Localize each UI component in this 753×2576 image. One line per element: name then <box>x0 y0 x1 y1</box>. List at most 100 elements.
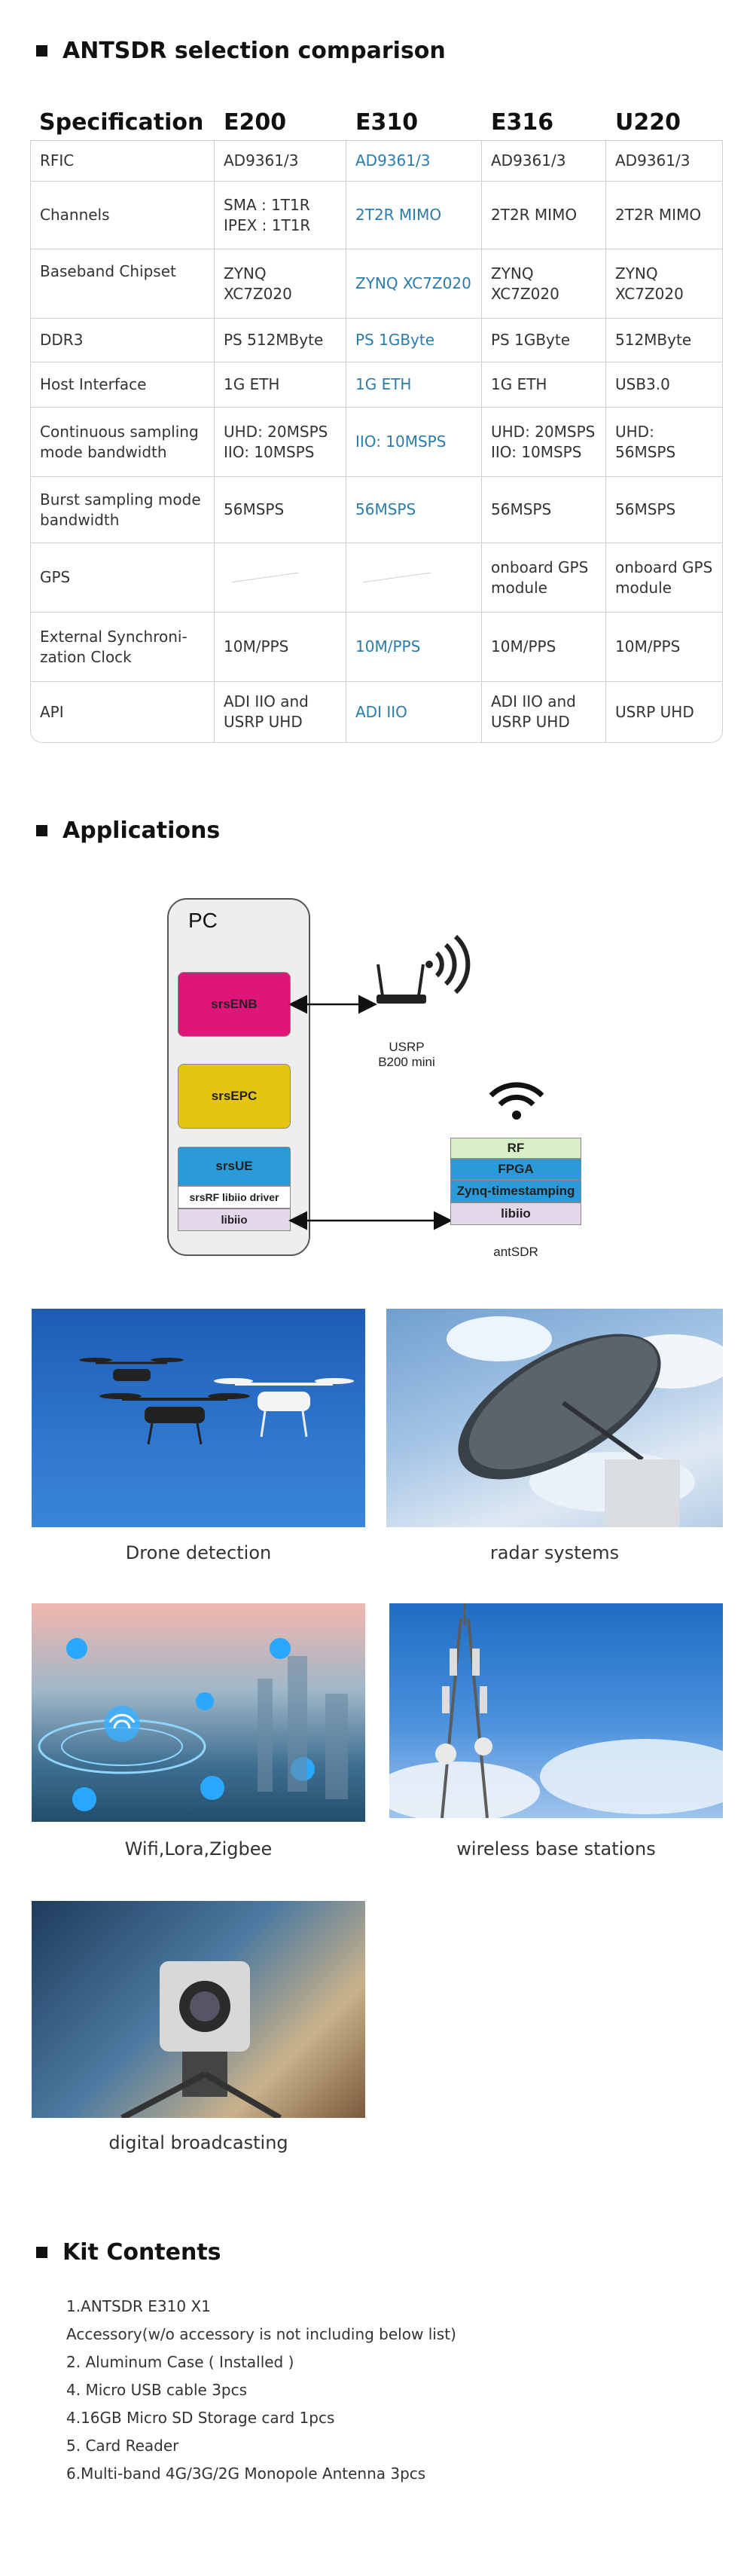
spec-comparison-table: Specification E200 E310 E316 U220 RFIC A… <box>30 90 723 743</box>
radar-dish-image <box>386 1309 723 1527</box>
bullet-square-icon <box>36 825 47 836</box>
drone-image <box>32 1309 365 1527</box>
table-cell: ADI IIO and USRP UHD <box>224 692 309 731</box>
bullet-square-icon <box>36 2247 47 2258</box>
list-item: 6.Multi-band 4G/3G/2G Monopole Antenna 3… <box>66 2464 426 2483</box>
spec-label-text: Continuous sampling mode bandwidth <box>40 422 199 461</box>
antsdr-wifi-icon <box>489 1082 544 1120</box>
table-row: Continuous sampling mode bandwidth UHD: … <box>30 408 723 477</box>
srsepc-block: srsEPC <box>178 1064 291 1129</box>
fpga-block: FPGA <box>450 1159 581 1180</box>
spec-label-text: Channels <box>40 206 110 224</box>
table-cell: 1G ETH <box>224 375 280 393</box>
spec-label-text: Burst sampling mode bandwidth <box>40 490 201 529</box>
list-item: 2. Aluminum Case ( Installed ) <box>66 2353 294 2371</box>
table-row: Channels SMA : 1T1R IPEX : 1T1R 2T2R MIM… <box>30 182 723 249</box>
table-cell: 10M/PPS <box>615 637 681 655</box>
table-cell: AD9361/3 <box>224 151 299 170</box>
wifi-signal-icon <box>425 934 471 995</box>
table-cell: ZYNQ XC7Z020 <box>355 274 471 292</box>
header-u220: U220 <box>615 109 681 136</box>
srsenb-block: srsENB <box>178 972 291 1037</box>
application-caption: radar systems <box>489 1542 620 1563</box>
table-cell: UHD: 20MSPS IIO: 10MSPS <box>491 422 596 461</box>
table-cell: 56MSPS <box>491 500 552 518</box>
table-cell: 56MSPS <box>355 500 416 518</box>
application-caption: Wifi,Lora,Zigbee <box>124 1838 273 1859</box>
application-caption: Drone detection <box>125 1542 272 1563</box>
header-e200: E200 <box>224 109 287 136</box>
srsrf-driver-block: srsRF libiio driver <box>178 1186 291 1209</box>
table-cell: AD9361/3 <box>355 151 431 170</box>
table-cell: UHD: 56MSPS <box>615 422 676 461</box>
table-cell: onboard GPS module <box>491 558 589 597</box>
application-caption: digital broadcasting <box>108 2132 288 2153</box>
table-cell: 56MSPS <box>224 500 285 518</box>
kit-title: Kit Contents <box>62 2239 221 2266</box>
table-cell: 10M/PPS <box>355 637 421 655</box>
list-item: 1.ANTSDR E310 X1 <box>66 2297 211 2315</box>
table-row: API ADI IIO and USRP UHD ADI IIO ADI IIO… <box>30 682 723 743</box>
table-row: External Synchroni- zation Clock 10M/PPS… <box>30 613 723 682</box>
spec-label-text: Baseband Chipset <box>40 262 176 280</box>
broadcast-camera-icon <box>120 1961 282 2118</box>
table-cell: 10M/PPS <box>224 637 289 655</box>
spec-label-text: GPS <box>40 568 71 586</box>
radar-dish-icon <box>447 1316 723 1527</box>
cell-tower-icon <box>389 1603 723 1818</box>
table-cell: USRP UHD <box>615 702 694 721</box>
spec-label: RFIC <box>30 140 215 182</box>
table-cell: 10M/PPS <box>491 637 556 655</box>
table-cell: ZYNQ XC7Z020 <box>224 264 292 303</box>
list-item: 4. Micro USB cable 3pcs <box>66 2381 248 2399</box>
table-cell: ZYNQ XC7Z020 <box>615 264 684 303</box>
table-cell: ADI IIO and USRP UHD <box>491 692 576 731</box>
table-cell: IIO: 10MSPS <box>355 432 447 451</box>
usrp-label: USRP B200 mini <box>378 1040 435 1069</box>
table-row: Burst sampling mode bandwidth 56MSPS 56M… <box>30 477 723 543</box>
antsdr-label: antSDR <box>493 1245 538 1259</box>
cell-tower-image <box>389 1603 723 1818</box>
pc-label: PC <box>188 909 218 932</box>
table-cell: ZYNQ XC7Z020 <box>491 264 559 303</box>
comparison-title: ANTSDR selection comparison <box>62 38 446 64</box>
application-caption: wireless base stations <box>456 1838 656 1859</box>
bullet-square-icon <box>36 45 47 57</box>
not-available-dash <box>231 572 299 583</box>
table-row: Host Interface 1G ETH 1G ETH 1G ETH USB3… <box>30 362 723 408</box>
kit-section-title: Kit Contents <box>36 2239 221 2266</box>
libiio-device-block: libiio <box>450 1202 581 1225</box>
wireless-city-image <box>32 1603 365 1822</box>
table-row: DDR3 PS 512MByte PS 1GByte PS 1GByte 512… <box>30 319 723 362</box>
spec-label-text: RFIC <box>40 151 75 170</box>
zynq-timestamping-block: Zynq-timestamping <box>450 1180 581 1202</box>
wireless-network-icon <box>38 1638 348 1811</box>
table-cell: ADI IIO <box>355 702 407 721</box>
drone-icon <box>79 1358 354 1445</box>
table-cell: 1G ETH <box>355 375 412 393</box>
header-specification: Specification <box>39 109 204 136</box>
kit-contents-list: 1.ANTSDR E310 X1 Accessory(w/o accessory… <box>66 2293 456 2488</box>
table-cell: SMA : 1T1R IPEX : 1T1R <box>224 195 311 234</box>
spec-label-text: DDR3 <box>40 331 84 349</box>
list-item: 5. Card Reader <box>66 2437 179 2455</box>
table-cell: 512MByte <box>615 331 692 349</box>
spec-label-text: External Synchroni- zation Clock <box>40 627 187 666</box>
table-cell: PS 512MByte <box>224 331 324 349</box>
table-cell: AD9361/3 <box>615 151 691 170</box>
not-available-dash <box>363 572 431 583</box>
list-item: 4.16GB Micro SD Storage card 1pcs <box>66 2409 335 2427</box>
table-cell: PS 1GByte <box>355 331 435 349</box>
table-cell: USB3.0 <box>615 375 670 393</box>
header-e316: E316 <box>491 109 554 136</box>
list-item: Accessory(w/o accessory is not including… <box>66 2325 456 2343</box>
table-cell: onboard GPS module <box>615 558 713 597</box>
libiio-pc-block: libiio <box>178 1209 291 1231</box>
srsue-block: srsUE <box>178 1147 291 1186</box>
table-row: GPS onboard GPS module onboard GPS modul… <box>30 543 723 613</box>
table-cell: 56MSPS <box>615 500 676 518</box>
table-cell: AD9361/3 <box>491 151 566 170</box>
table-row: RFIC AD9361/3 AD9361/3 AD9361/3 AD9361/3 <box>30 140 723 182</box>
spec-label-text: API <box>40 702 64 721</box>
applications-section-title: Applications <box>36 817 220 844</box>
